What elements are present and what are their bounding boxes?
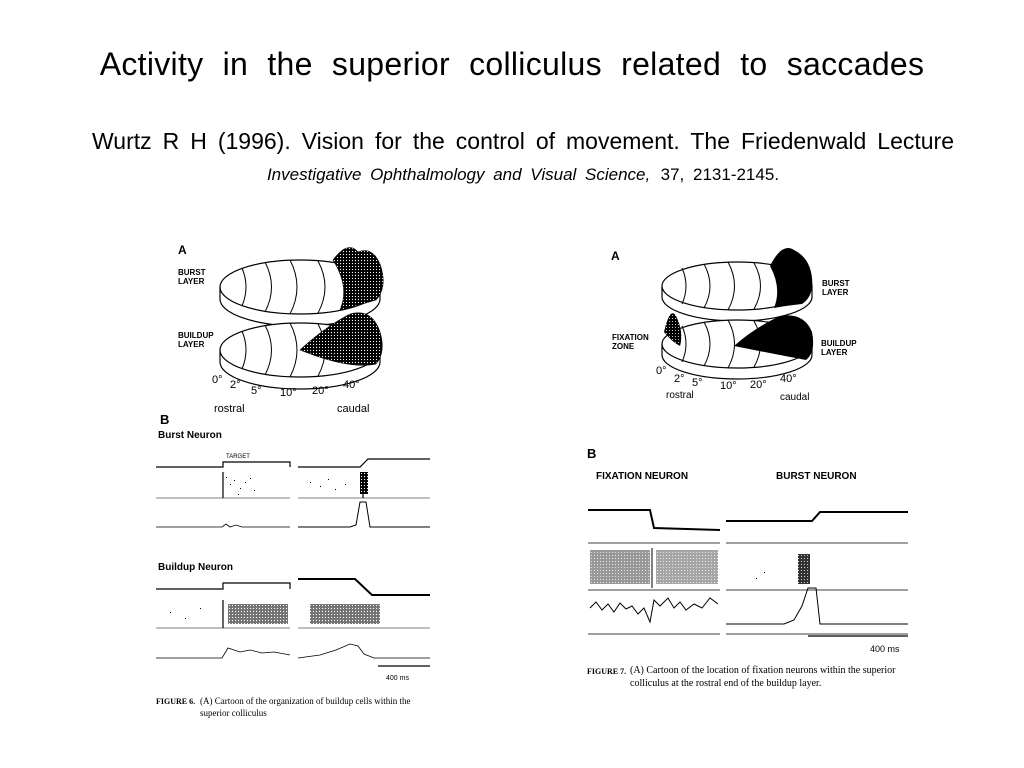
fig6-buildup-traces [156, 578, 430, 659]
fig6-buildup-neuron-title: Buildup Neuron [158, 562, 233, 573]
fig6-caption: (A) Cartoon of the organization of build… [200, 696, 411, 718]
fig7-deg-10: 10° [720, 380, 737, 392]
fig6-deg-20: 20° [312, 385, 329, 397]
fig7-caption-bold: FIGURE 7. [587, 667, 626, 676]
fig6-buildup-raster [170, 604, 380, 624]
fig6-burst-traces [156, 458, 430, 528]
fig6-caudal: caudal [337, 403, 369, 415]
fig7-deg-0: 0° [656, 365, 667, 377]
fig7-caption: (A) Cartoon of the location of fixation … [630, 665, 896, 689]
fig7-fixation-neuron-title: FIXATION NEURON [596, 471, 688, 482]
citation-journal: Investigative Ophthalmology and Visual S… [266, 165, 651, 184]
fig6-deg-0: 0° [212, 374, 223, 386]
fig7-caudal: caudal [780, 392, 809, 403]
fig7-burst-neuron-title: BURST NEURON [776, 471, 857, 482]
fig6-deg-10: 10° [280, 387, 297, 399]
fig6-deg-2: 2° [230, 379, 241, 391]
fig7-deg-20: 20° [750, 379, 767, 391]
fig6-buildup-disc [219, 312, 383, 390]
fig6-deg-5: 5° [251, 385, 262, 397]
fig7-raster [590, 550, 810, 584]
fig6-burst-raster [226, 472, 368, 495]
slide-title: Activity in the superior colliculus rela… [99, 46, 925, 82]
citation-volume: 37 [660, 165, 680, 184]
fig7-rostral: rostral [666, 390, 694, 401]
fig6-caption-bold: FIGURE 6. [156, 697, 195, 706]
fig6-panel-a-label: A [178, 243, 187, 257]
fig6-burst-disc [219, 247, 384, 327]
fig7-traces [588, 509, 908, 635]
fig6-burst-neuron-title: Burst Neuron [158, 430, 222, 441]
fig6-target-label: TARGET [226, 454, 250, 460]
fig7-buildup-disc [661, 313, 814, 380]
fig7-scale-label: 400 ms [870, 644, 900, 654]
fig7-burst-disc [661, 248, 813, 322]
fig6-deg-40: 40° [343, 379, 360, 391]
fig7-panel-b-label: B [587, 446, 596, 461]
fig6-scale-label: 400 ms [386, 675, 409, 682]
fig7-deg-40: 40° [780, 373, 797, 385]
fig7-deg-2: 2° [674, 373, 685, 385]
fig7-panel-a-label: A [611, 249, 620, 263]
citation-authors: Wurtz R H (1996). [92, 128, 291, 154]
fig6-panel-b-label: B [160, 412, 169, 427]
fig7-deg-5: 5° [692, 377, 703, 389]
citation: Wurtz R H (1996). Vision for the control… [92, 128, 954, 184]
citation-title: Vision for the control of movement. The … [301, 128, 954, 154]
fig6-rostral: rostral [214, 403, 245, 415]
citation-pages: 2131-2145 [693, 165, 775, 184]
